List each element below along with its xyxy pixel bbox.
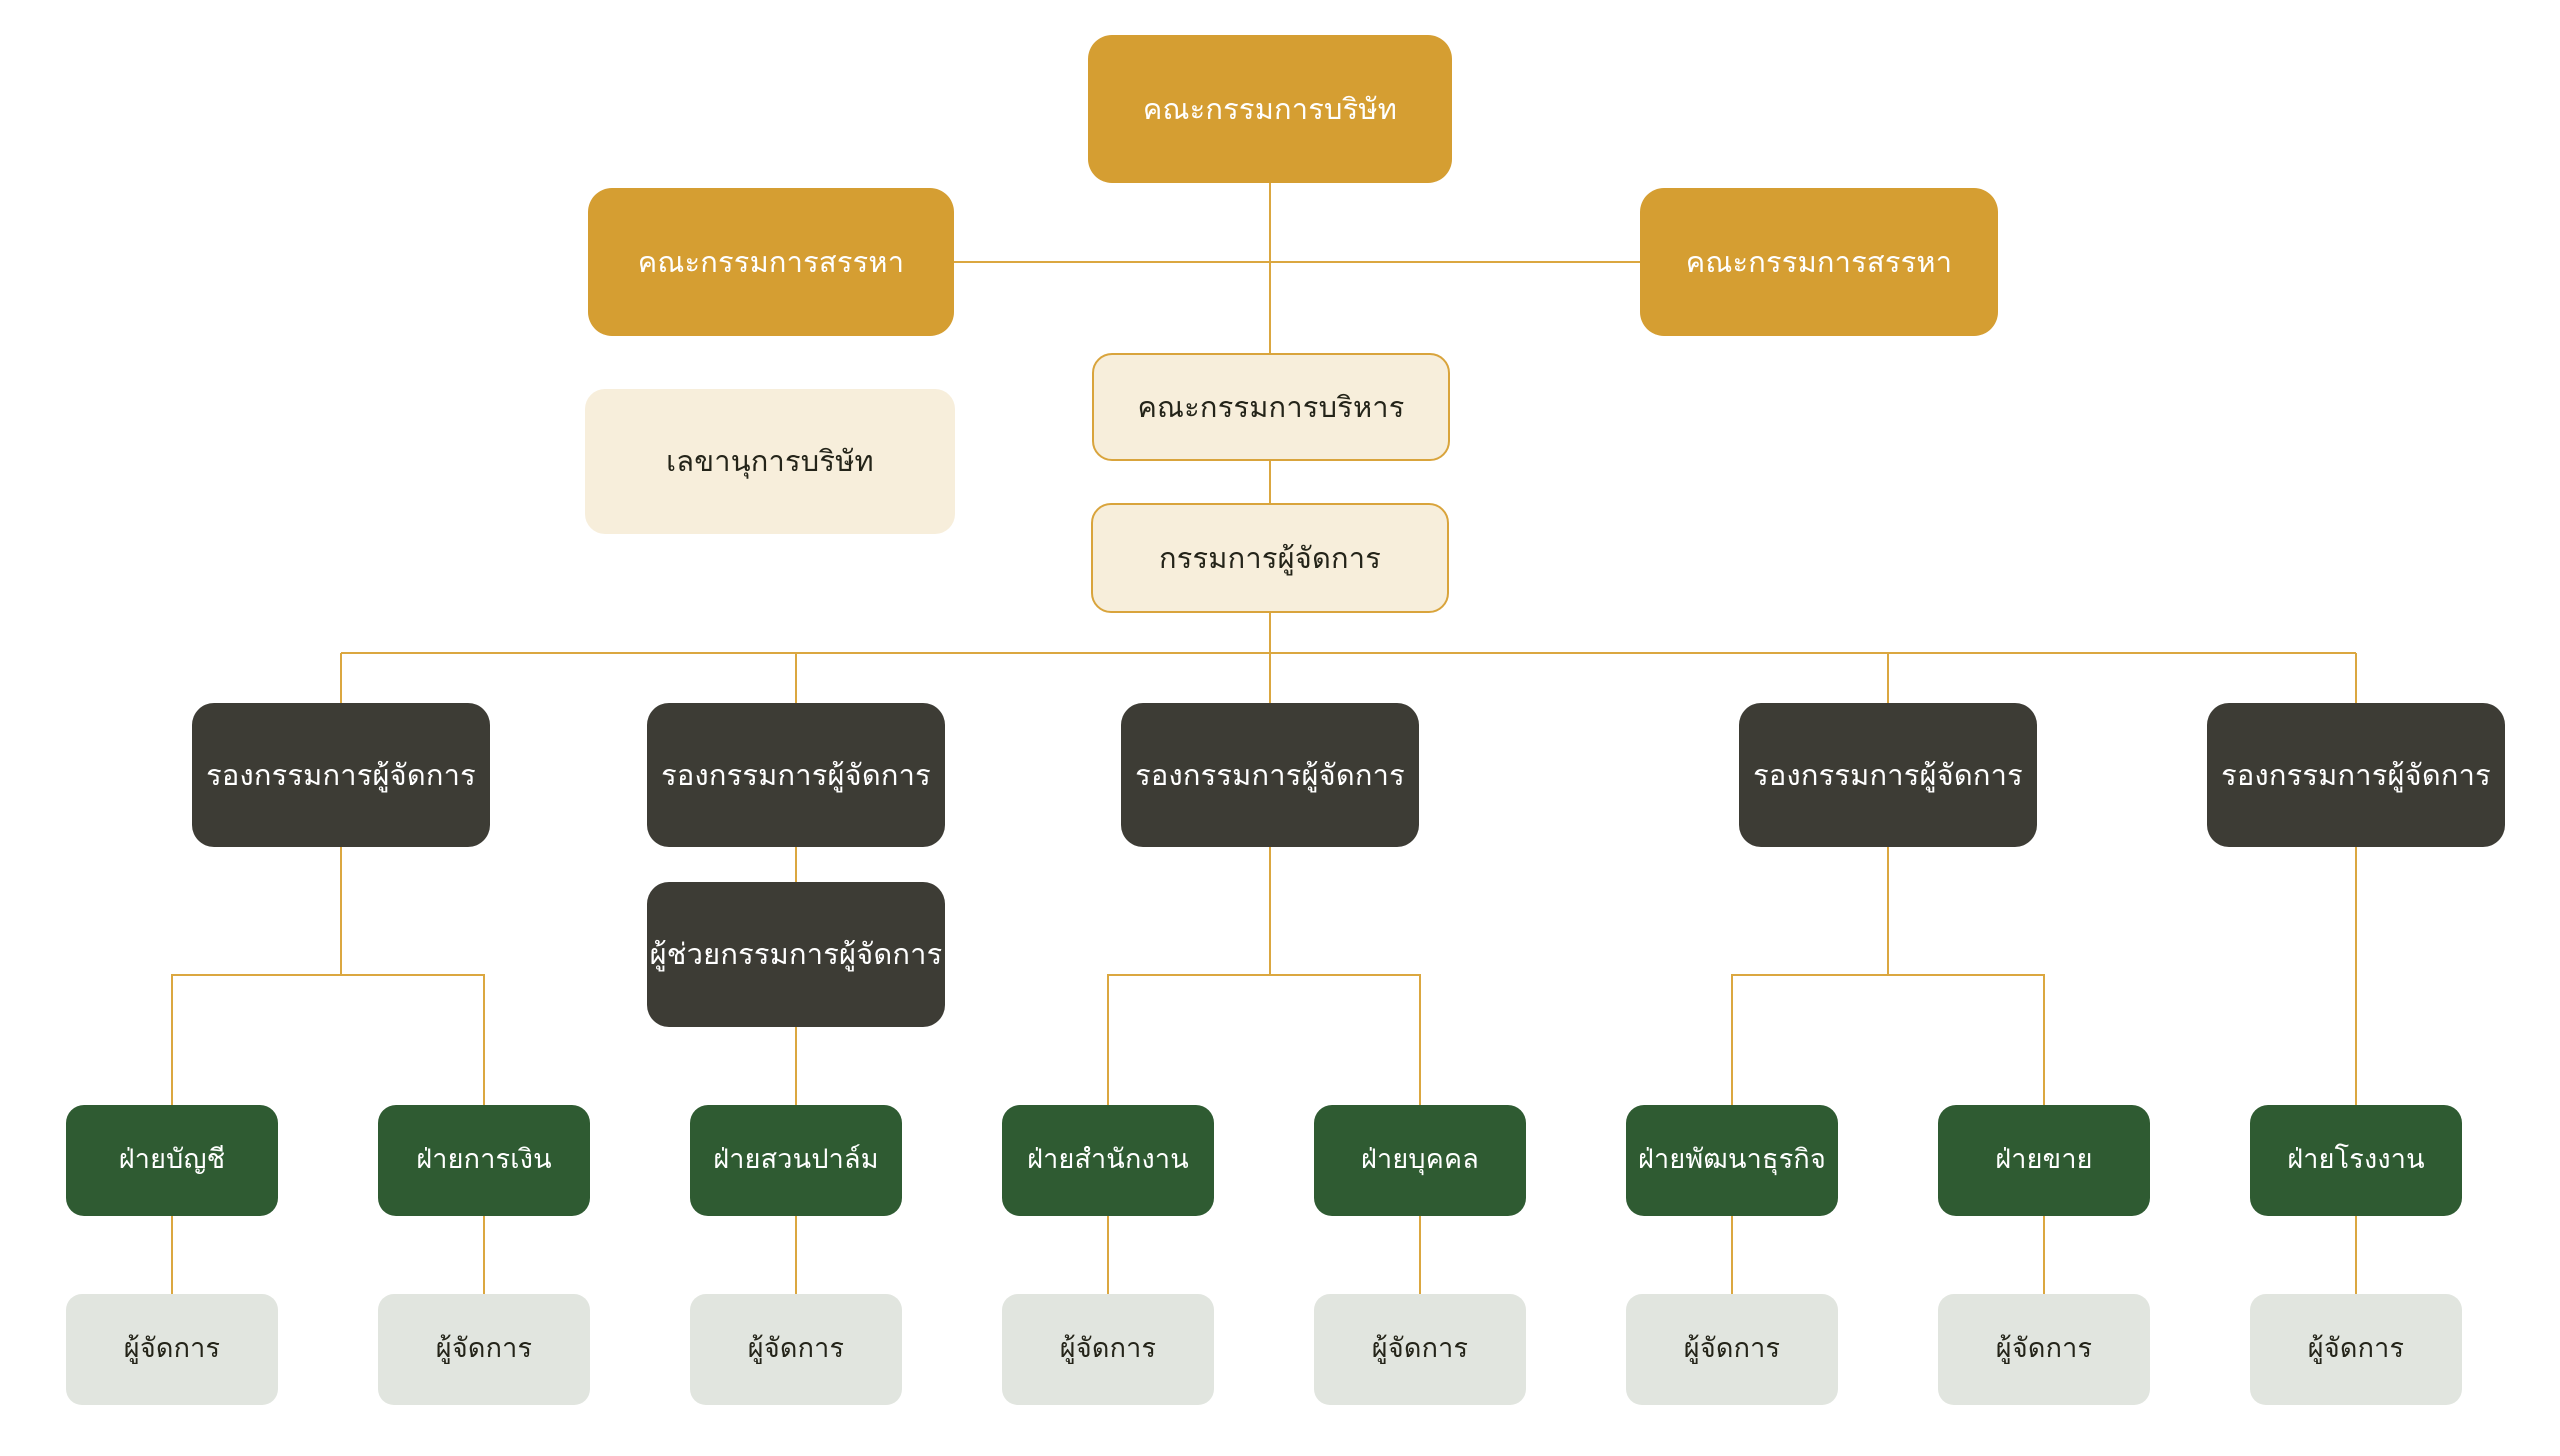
org-node-dept-sales: ฝ่ายขาย (1938, 1105, 2150, 1216)
connector-manager-drops (171, 1216, 2357, 1294)
org-node-board: คณะกรรมการบริษัท (1088, 35, 1452, 183)
org-node-manager-5: ผู้จัดการ (1314, 1294, 1526, 1405)
org-node-dept-business-dev: ฝ่ายพัฒนาธุรกิจ (1626, 1105, 1838, 1216)
org-node-deputy-md-5: รองกรรมการผู้จัดการ (2207, 703, 2505, 847)
org-node-dept-finance: ฝ่ายการเงิน (378, 1105, 590, 1216)
org-node-manager-1: ผู้จัดการ (66, 1294, 278, 1405)
org-node-nomination-left: คณะกรรมการสรรหา (588, 188, 954, 336)
org-node-deputy-md-2: รองกรรมการผู้จัดการ (647, 703, 945, 847)
org-node-manager-7: ผู้จัดการ (1938, 1294, 2150, 1405)
org-node-deputy-md-4: รองกรรมการผู้จัดการ (1739, 703, 2037, 847)
connector-deputy3-branch (1107, 847, 1421, 1105)
org-node-assistant-md: ผู้ช่วยกรรมการผู้จัดการ (647, 882, 945, 1027)
connector-deputy1-branch (171, 847, 485, 1105)
org-node-manager-4: ผู้จัดการ (1002, 1294, 1214, 1405)
org-node-dept-factory: ฝ่ายโรงงาน (2250, 1105, 2462, 1216)
org-node-manager-3: ผู้จัดการ (690, 1294, 902, 1405)
org-node-deputy-md-1: รองกรรมการผู้จัดการ (192, 703, 490, 847)
org-node-dept-accounting: ฝ่ายบัญชี (66, 1105, 278, 1216)
connector-deputy4-branch (1731, 847, 2045, 1105)
org-node-dept-personnel: ฝ่ายบุคคล (1314, 1105, 1526, 1216)
org-node-manager-8: ผู้จัดการ (2250, 1294, 2462, 1405)
org-node-dept-office: ฝ่ายสำนักงาน (1002, 1105, 1214, 1216)
org-node-nomination-right: คณะกรรมการสรรหา (1640, 188, 1998, 336)
org-node-manager-6: ผู้จัดการ (1626, 1294, 1838, 1405)
org-node-dept-palm-plantation: ฝ่ายสวนปาล์ม (690, 1105, 902, 1216)
org-node-company-secretary: เลขานุการบริษัท (585, 389, 955, 534)
org-node-executive-committee: คณะกรรมการบริหาร (1092, 353, 1450, 461)
org-node-deputy-md-3: รองกรรมการผู้จัดการ (1121, 703, 1419, 847)
org-node-managing-director: กรรมการผู้จัดการ (1091, 503, 1449, 613)
connector-bus-drops (340, 653, 2357, 703)
org-node-manager-2: ผู้จัดการ (378, 1294, 590, 1405)
